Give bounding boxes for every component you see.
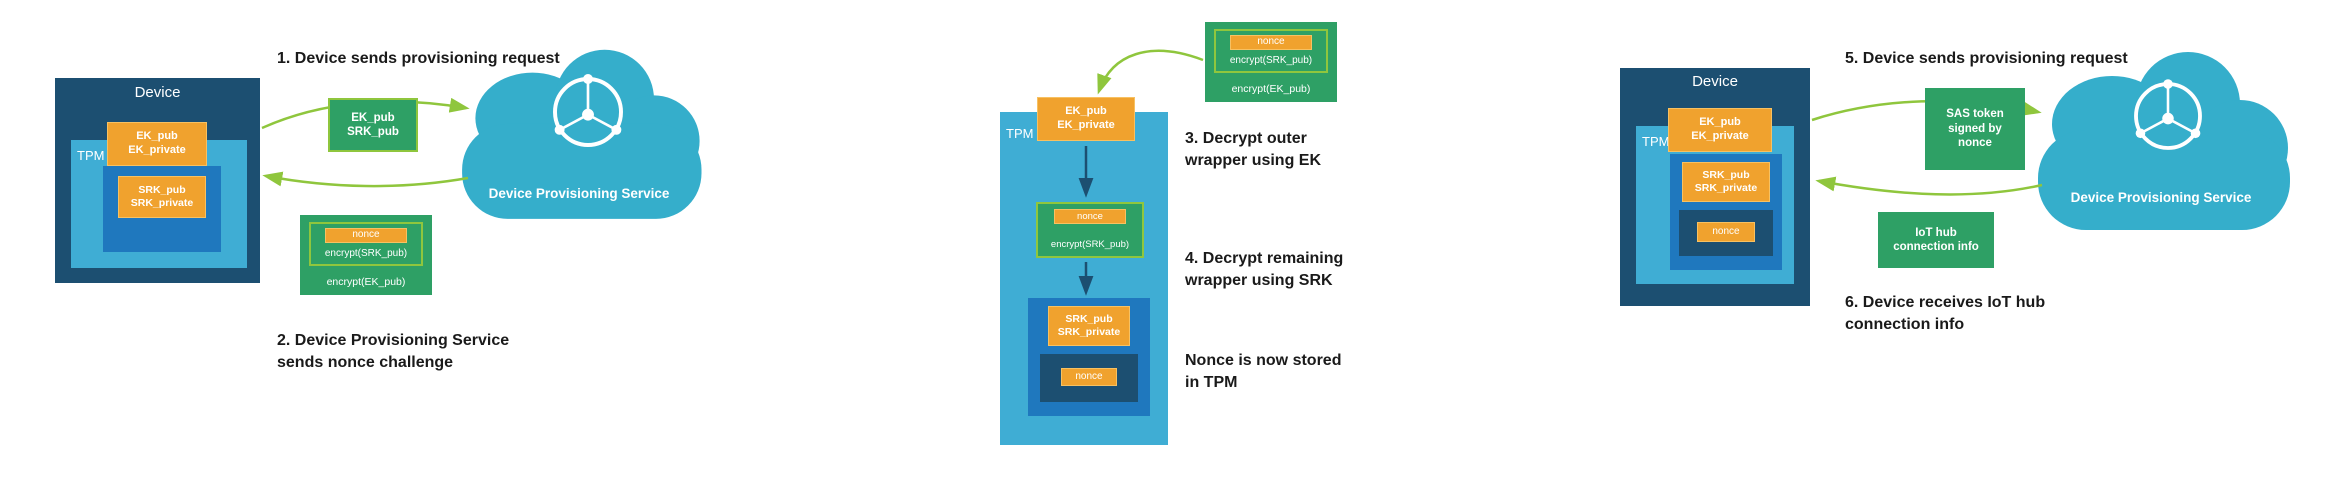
tpm-label-2: TPM xyxy=(1006,126,1034,141)
ek-keys-box-3: EK_pub EK_private xyxy=(1668,108,1772,152)
dps-icon-2 xyxy=(2133,77,2203,150)
sas-token-box: SAS token signed by nonce xyxy=(1925,88,2025,170)
tpm-encrypt-srk-label: encrypt(SRK_pub) xyxy=(1050,238,1130,250)
step-6-text: 6. Device receives IoT hub connection in… xyxy=(1845,294,2046,333)
srk-container-3: SRK_pub SRK_private nonce xyxy=(1670,154,1782,270)
nonce-stored-note-text: Nonce is now stored in TPM xyxy=(1185,352,1342,391)
ek-keys-box-1: EK_pub EK_private xyxy=(107,122,207,166)
step-5-text: 5. Device sends provisioning request xyxy=(1845,50,2128,67)
message-encrypt-ek-label: encrypt(EK_pub) xyxy=(1231,83,1311,96)
step-4-text: 4. Decrypt remaining wrapper using SRK xyxy=(1185,250,1344,289)
stored-nonce-chip-3: nonce xyxy=(1697,222,1755,242)
arrow-hub-connection-info xyxy=(1815,176,2043,196)
challenge-srk-wrapper: nonce encrypt(SRK_pub) xyxy=(309,222,423,266)
challenge-nonce-chip: nonce xyxy=(325,228,407,243)
nonce-challenge-box: nonce encrypt(SRK_pub) encrypt(EK_pub) xyxy=(300,215,432,295)
srk-container-1: SRK_pub SRK_private xyxy=(103,166,221,252)
ek-keys-box-2: EK_pub EK_private xyxy=(1037,97,1135,141)
tpm-label-1: TPM xyxy=(77,148,105,163)
step-1-text: 1. Device sends provisioning request xyxy=(277,50,560,67)
device-box-1: Device TPM SRK_pub SRK_private EK_pub EK… xyxy=(55,78,260,283)
step-2-text: 2. Device Provisioning Service sends non… xyxy=(277,332,510,371)
challenge-encrypt-ek-label: encrypt(EK_pub) xyxy=(326,276,406,289)
step-3-text: 3. Decrypt outer wrapper using EK xyxy=(1185,130,1322,169)
message-encrypt-srk-label: encrypt(SRK_pub) xyxy=(1229,55,1313,67)
srk-keys-box-2: SRK_pub SRK_private xyxy=(1048,306,1130,346)
arrow-nonce-to-tpm xyxy=(1097,49,1204,95)
device-title-1: Device xyxy=(134,84,181,101)
iot-hub-info-box: IoT hub connection info xyxy=(1878,212,1994,268)
srk-keys-box-3: SRK_pub SRK_private xyxy=(1682,162,1770,202)
request-payload-box: EK_pub SRK_pub xyxy=(328,98,418,152)
device-box-3: Device TPM SRK_pub SRK_private nonce EK_… xyxy=(1620,68,1810,306)
dps-cloud-label-1: Device Provisioning Service xyxy=(488,186,670,201)
arrow-nonce-challenge xyxy=(262,171,469,188)
nonce-store-box-3: nonce xyxy=(1679,210,1773,256)
tpm-label-3: TPM xyxy=(1642,134,1670,149)
srk-container-2: SRK_pub SRK_private nonce xyxy=(1028,298,1150,416)
nonce-store-box-2: nonce xyxy=(1040,354,1138,402)
message-nonce-chip: nonce xyxy=(1230,35,1312,50)
tpm-box-2: TPM nonce encrypt(SRK_pub) SRK_pub SRK_p… xyxy=(1000,97,1168,445)
wrapped-nonce-in-tpm-box: nonce encrypt(SRK_pub) xyxy=(1036,202,1144,258)
stored-nonce-chip-2: nonce xyxy=(1061,368,1117,386)
dps-cloud-label-2: Device Provisioning Service xyxy=(2070,190,2252,205)
wrapped-nonce-message-box: nonce encrypt(SRK_pub) encrypt(EK_pub) xyxy=(1205,22,1337,102)
tpm-box-3: TPM SRK_pub SRK_private nonce xyxy=(1636,126,1794,284)
challenge-encrypt-srk-label: encrypt(SRK_pub) xyxy=(324,248,408,260)
device-title-3: Device xyxy=(1692,73,1738,90)
tpm-nonce-chip: nonce xyxy=(1054,209,1126,224)
dps-icon-1 xyxy=(552,72,624,147)
message-srk-wrapper: nonce encrypt(SRK_pub) xyxy=(1214,29,1328,73)
srk-keys-box-1: SRK_pub SRK_private xyxy=(118,176,206,218)
